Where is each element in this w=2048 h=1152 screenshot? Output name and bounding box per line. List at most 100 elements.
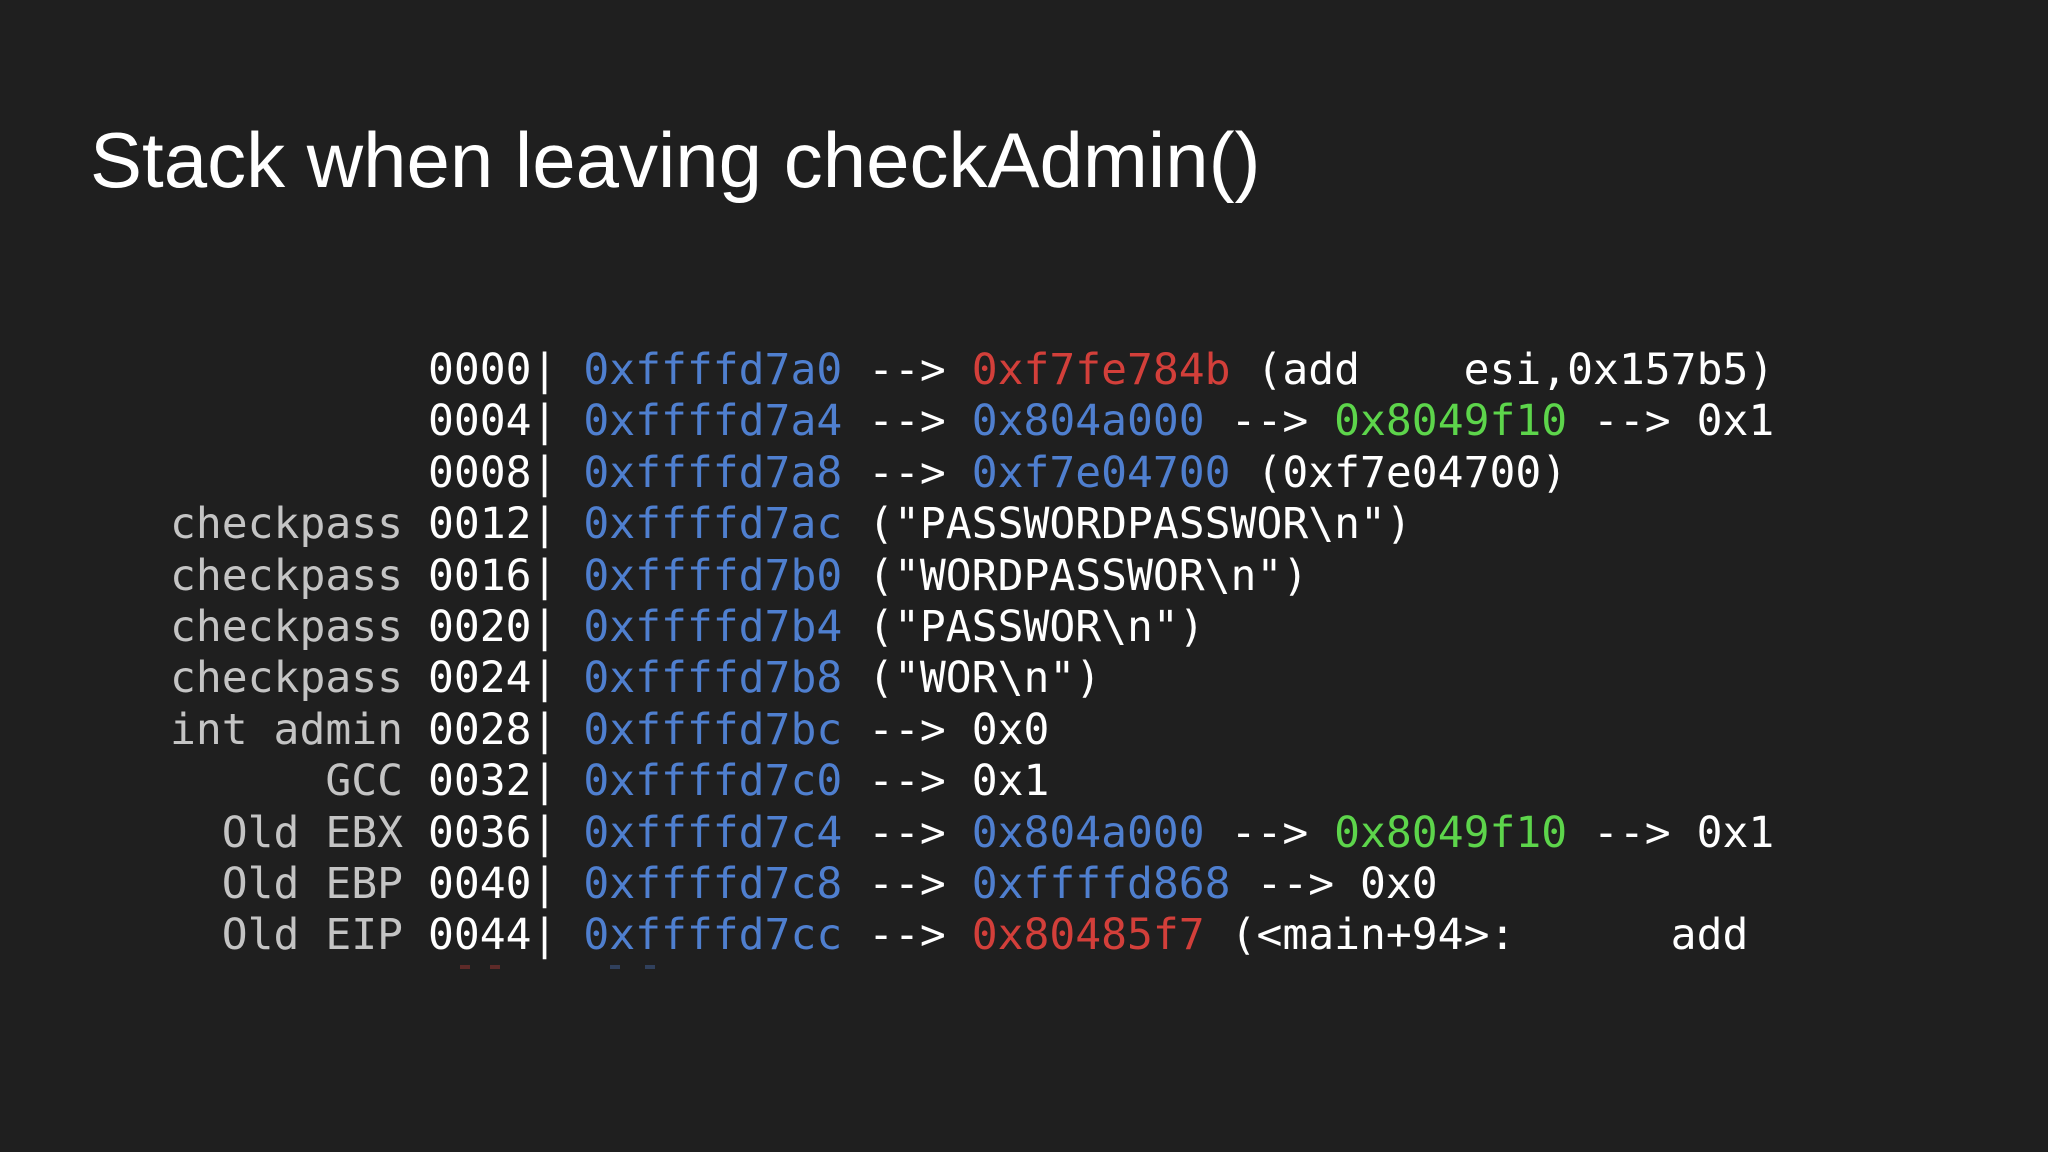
stack-value: 0x0 <box>971 704 1050 755</box>
stack-address: 0xffffd7bc <box>583 704 843 755</box>
stack-row-label: checkpass <box>170 499 403 550</box>
stack-offset: 0032 <box>428 756 532 807</box>
stack-offset: 0036 <box>428 807 532 858</box>
stack-address: 0xffffd7ac <box>583 499 843 550</box>
stack-value: 0x1 <box>1696 807 1775 858</box>
separator-bar: | <box>531 807 584 858</box>
separator-bar: | <box>531 550 584 601</box>
stack-row-label: checkpass <box>170 550 403 601</box>
separator-bar: | <box>531 858 584 909</box>
stack-row-content: 0040| 0xffffd7c8 --> 0xffffd868 --> 0x0 <box>428 859 1438 909</box>
stack-value: 0x804a000 <box>971 807 1205 858</box>
stack-value: 0x804a000 <box>971 396 1205 447</box>
stack-value: (add esi,0x157b5) <box>1256 345 1775 395</box>
stack-value: 0x80485f7 <box>971 910 1205 961</box>
arrow-separator: --> <box>1204 807 1335 858</box>
arrow-separator: --> <box>1567 396 1697 447</box>
separator-bar: | <box>531 396 584 447</box>
stack-offset: 0020 <box>428 601 532 652</box>
stack-dump: 0000| 0xffffd7a0 --> 0xf7fe784b (add esi… <box>0 345 2048 962</box>
arrow-separator <box>1231 448 1257 498</box>
separator-bar: | <box>531 704 584 755</box>
stack-row-content: 0036| 0xffffd7c4 --> 0x804a000 --> 0x804… <box>428 808 1774 858</box>
separator-bar: | <box>531 345 584 395</box>
stack-value: 0xf7e04700 <box>971 447 1231 498</box>
separator-bar: | <box>531 499 584 550</box>
stack-value: 0xffffd868 <box>971 858 1231 909</box>
stack-offset: 0044 <box>428 910 532 961</box>
stack-row-content: 0024| 0xffffd7b8 ("WOR\n") <box>428 653 1101 703</box>
stack-row-label: Old EIP <box>221 910 403 961</box>
stack-value: ("WOR\n") <box>868 653 1102 704</box>
separator-bar: | <box>531 653 584 704</box>
stack-value: 0x0 <box>1360 858 1438 909</box>
stack-value: ("PASSWORDPASSWOR\n") <box>868 499 1412 550</box>
separator-bar: | <box>531 447 584 498</box>
stack-address: 0xffffd7c4 <box>583 807 843 858</box>
stack-row: checkpass 0012| 0xffffd7ac ("PASSWORDPASS… <box>0 499 2048 550</box>
arrow-separator <box>842 602 868 652</box>
stack-row-content: 0028| 0xffffd7bc --> 0x0 <box>428 705 1049 755</box>
stack-value: 0x8049f10 <box>1334 396 1568 447</box>
stack-row-content: 0012| 0xffffd7ac ("PASSWORDPASSWOR\n") <box>428 499 1412 549</box>
stack-offset: 0028 <box>428 704 532 755</box>
arrow-separator: --> <box>1230 858 1361 909</box>
stack-row-content: 0008| 0xffffd7a8 --> 0xf7e04700 (0xf7e04… <box>428 448 1567 498</box>
arrow-separator <box>842 653 868 703</box>
arrow-separator: --> <box>1567 807 1697 858</box>
stack-offset: 0040 <box>428 858 532 909</box>
stack-value: 0x8049f10 <box>1334 807 1568 858</box>
stack-address: 0xffffd7c8 <box>583 858 843 909</box>
stack-value: ("WORDPASSWOR\n") <box>868 550 1309 601</box>
stack-value: 0x1 <box>1696 396 1775 447</box>
stack-address: 0xffffd7a0 <box>583 345 843 395</box>
arrow-separator <box>842 499 868 549</box>
arrow-separator: --> <box>1204 396 1335 447</box>
stack-row-label: checkpass <box>170 601 403 652</box>
stack-value: (<main+94>: add <box>1230 910 1749 961</box>
stack-offset: 0012 <box>428 499 532 550</box>
stack-row: checkpass 0016| 0xffffd7b0 ("WORDPASSWOR\… <box>0 551 2048 602</box>
stack-address: 0xffffd7a4 <box>583 396 843 447</box>
stack-row-label: Old EBX <box>221 807 403 858</box>
arrow-separator: --> <box>842 345 972 395</box>
stack-offset: 0000 <box>428 345 532 395</box>
stack-offset: 0008 <box>428 447 532 498</box>
arrow-separator: --> <box>842 807 972 858</box>
arrow-separator <box>1205 910 1231 960</box>
stack-value: 0xf7fe784b <box>971 345 1231 395</box>
stack-row: int admin 0028| 0xffffd7bc --> 0x0 <box>0 705 2048 756</box>
stack-row-content: 0016| 0xffffd7b0 ("WORDPASSWOR\n") <box>428 551 1308 601</box>
stack-offset: 0024 <box>428 653 532 704</box>
stack-row-label: GCC <box>325 756 403 807</box>
stack-address: 0xffffd7cc <box>583 910 843 961</box>
stack-row-label: checkpass <box>170 653 403 704</box>
stack-row-content: 0044| 0xffffd7cc --> 0x80485f7 (<main+94… <box>428 910 1748 960</box>
stack-address: 0xffffd7b0 <box>583 550 843 601</box>
separator-bar: | <box>531 756 584 807</box>
stack-address: 0xffffd7c0 <box>583 756 843 807</box>
stack-address: 0xffffd7b4 <box>583 601 843 652</box>
stack-row: Old EBP 0040| 0xffffd7c8 --> 0xffffd868 -… <box>0 859 2048 910</box>
stack-row: 0008| 0xffffd7a8 --> 0xf7e04700 (0xf7e04… <box>0 448 2048 499</box>
stack-offset: 0016 <box>428 550 532 601</box>
stack-row-content: 0004| 0xffffd7a4 --> 0x804a000 --> 0x804… <box>428 396 1774 446</box>
stack-row: checkpass 0024| 0xffffd7b8 ("WOR\n") <box>0 653 2048 704</box>
arrow-separator: --> <box>842 704 972 755</box>
stack-value: ("PASSWOR\n") <box>868 601 1205 652</box>
stack-row: Old EIP 0044| 0xffffd7cc --> 0x80485f7 (<… <box>0 910 2048 961</box>
arrow-separator <box>1231 345 1257 395</box>
arrow-separator: --> <box>842 910 972 961</box>
arrow-separator: --> <box>842 756 972 807</box>
stack-row: 0004| 0xffffd7a4 --> 0x804a000 --> 0x804… <box>0 396 2048 447</box>
arrow-separator: --> <box>842 858 972 909</box>
stack-address: 0xffffd7a8 <box>583 447 843 498</box>
stack-row-content: 0000| 0xffffd7a0 --> 0xf7fe784b (add esi… <box>428 345 1774 395</box>
cut-off-next-line <box>460 965 720 971</box>
arrow-separator: --> <box>842 396 972 447</box>
stack-row-label: Old EBP <box>221 858 403 909</box>
stack-row-label: int admin <box>170 704 403 755</box>
